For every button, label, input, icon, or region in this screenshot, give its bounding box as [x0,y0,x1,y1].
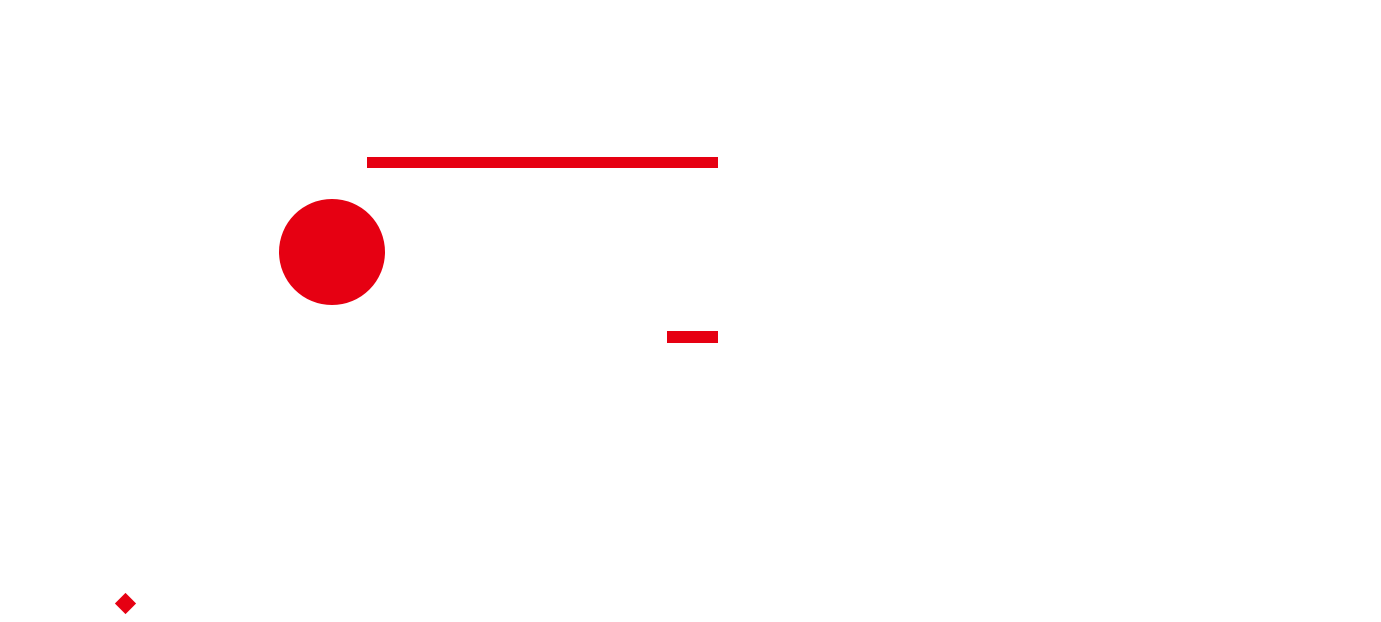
red-horizontal-bar [367,157,718,168]
red-circle [279,199,385,305]
red-short-bar [667,331,718,343]
diamond-icon [114,592,137,615]
